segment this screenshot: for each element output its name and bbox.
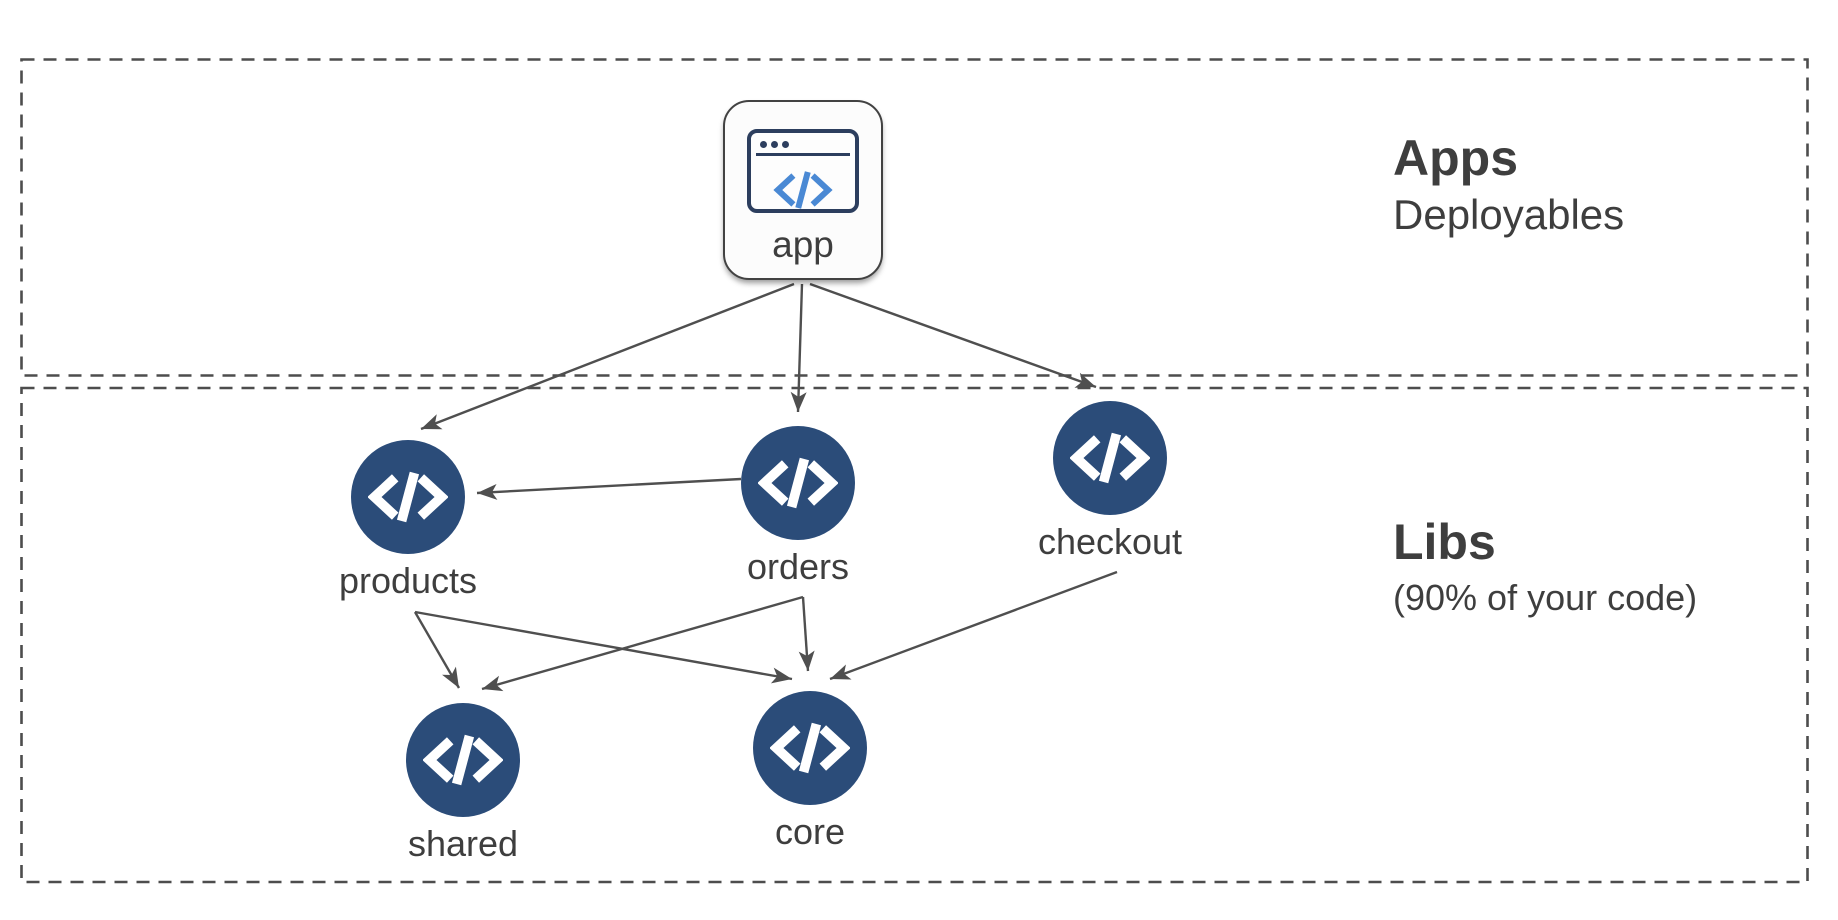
library-circle bbox=[406, 703, 520, 817]
edge-checkout-core bbox=[829, 570, 1118, 681]
code-icon bbox=[423, 729, 503, 791]
edge-orders-shared bbox=[481, 595, 804, 692]
node-checkout-label: checkout bbox=[1037, 521, 1183, 562]
apps-caption: Apps Deployables bbox=[1393, 132, 1624, 239]
node-products: products bbox=[339, 440, 477, 599]
libs-caption: Libs (90% of your code) bbox=[1393, 514, 1698, 619]
libs-subtitle: (90% of your code) bbox=[1393, 577, 1698, 618]
node-core-label: core bbox=[774, 811, 846, 852]
node-app: app bbox=[723, 100, 883, 280]
library-circle bbox=[741, 426, 855, 540]
browser-window-icon bbox=[747, 129, 859, 213]
edge-app-products bbox=[420, 282, 795, 431]
node-products-label: products bbox=[338, 560, 478, 601]
code-icon bbox=[1070, 427, 1150, 489]
library-circle bbox=[753, 691, 867, 805]
node-orders: orders bbox=[741, 426, 855, 585]
edge-products-shared bbox=[413, 611, 461, 689]
edge-orders-products bbox=[476, 477, 742, 500]
code-icon bbox=[368, 466, 448, 528]
libs-section-box bbox=[20, 386, 1809, 884]
node-core: core bbox=[753, 691, 867, 850]
code-icon bbox=[758, 452, 838, 514]
edge-app-orders bbox=[790, 283, 807, 413]
browser-divider bbox=[756, 153, 850, 156]
apps-title: Apps bbox=[1393, 130, 1518, 186]
library-circle bbox=[351, 440, 465, 554]
node-checkout: checkout bbox=[1038, 401, 1182, 560]
browser-dots-icon bbox=[760, 141, 789, 148]
library-circle bbox=[1053, 401, 1167, 515]
code-icon bbox=[773, 167, 833, 218]
apps-subtitle: Deployables bbox=[1393, 191, 1625, 238]
code-icon bbox=[770, 717, 850, 779]
edge-products-core bbox=[414, 610, 793, 684]
node-shared: shared bbox=[406, 703, 520, 862]
node-shared-label: shared bbox=[407, 823, 519, 864]
libs-title: Libs bbox=[1393, 514, 1496, 570]
node-app-label: app bbox=[772, 224, 834, 265]
edge-orders-core bbox=[798, 596, 815, 672]
node-orders-label: orders bbox=[746, 546, 850, 587]
edge-app-checkout bbox=[809, 282, 1097, 389]
